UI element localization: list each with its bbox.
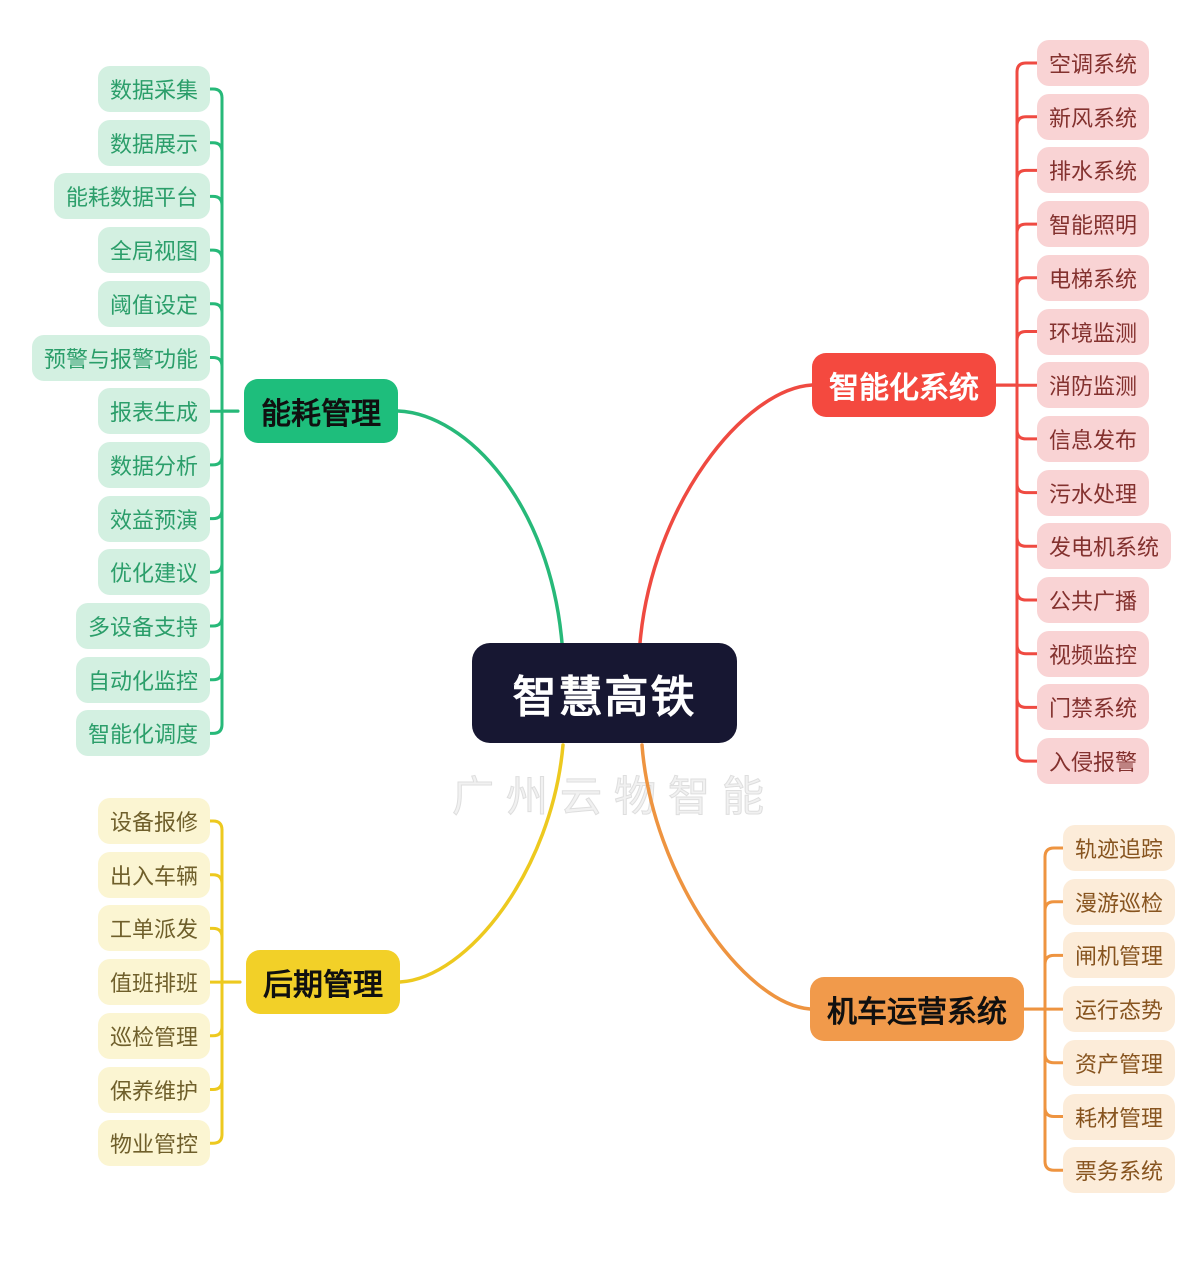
leaf-topic[interactable]: 消防监测 [1037,362,1150,409]
energy-management-leaf-connector [208,141,224,154]
locomotive-operation-system-leaf-connector [1043,1052,1065,1065]
locomotive-operation-system-leaf-connector [1043,900,1065,913]
intelligent-systems-leaf-connector [1015,750,1039,763]
energy-management-leaf-connector [208,561,224,574]
leaf-topic[interactable]: 保养维护 [97,1066,210,1113]
intelligent-systems-leaf-connector [1015,276,1039,289]
energy-management-leaf-connector [208,302,224,315]
later-stage-management-leaf-connector [208,1079,224,1091]
leaf-topic[interactable]: 报表生成 [97,388,210,435]
branch-topic-intelligent-systems[interactable]: 智能化系统 [812,353,996,417]
locomotive-operation-system-leaf-connector [1043,1106,1065,1118]
locomotive-operation-system-leaf-connector [1043,846,1065,859]
leaf-topic[interactable]: 视频监控 [1037,630,1150,677]
leaf-topic[interactable]: 多设备支持 [75,603,210,649]
leaf-topic[interactable]: 污水处理 [1037,469,1150,516]
intelligent-systems-leaf-connector [1015,222,1039,235]
energy-management-leaf-connector [208,194,224,207]
leaf-topic[interactable]: 发电机系统 [1037,523,1172,570]
leaf-topic[interactable]: 资产管理 [1063,1039,1176,1086]
leaf-topic[interactable]: 耗材管理 [1063,1093,1176,1140]
leaf-topic[interactable]: 数据展示 [97,119,210,166]
intelligent-systems-leaf-connector [1015,61,1039,74]
branch-topic-energy-management[interactable]: 能耗管理 [244,379,398,443]
later-stage-management-leaf-connector [208,1132,224,1145]
leaf-topic[interactable]: 运行态势 [1063,986,1176,1033]
leaf-topic[interactable]: 漫游巡检 [1063,878,1176,925]
leaf-topic[interactable]: 效益预演 [97,495,210,542]
energy-management-leaf-connector [208,615,224,628]
leaf-topic[interactable]: 智能照明 [1037,201,1150,248]
leaf-topic[interactable]: 电梯系统 [1037,254,1150,301]
leaf-topic[interactable]: 空调系统 [1037,40,1150,86]
energy-management-leaf-connector [208,87,224,100]
intelligent-systems-main-connector [638,383,814,645]
intelligent-systems-leaf-connector [1015,643,1039,656]
central-topic[interactable]: 智慧高铁 [472,643,737,743]
leaf-topic[interactable]: 全局视图 [97,227,210,274]
leaf-topic[interactable]: 值班排班 [97,959,210,1006]
leaf-topic[interactable]: 工单派发 [97,905,210,952]
later-stage-management-leaf-connector [208,819,224,832]
leaf-topic[interactable]: 出入车辆 [97,851,210,898]
energy-management-leaf-connector [208,508,224,521]
leaf-topic[interactable]: 巡检管理 [97,1012,210,1059]
intelligent-systems-leaf-connector [1015,168,1039,181]
locomotive-operation-system-main-connector [640,743,812,1011]
leaf-topic[interactable]: 优化建议 [97,549,210,596]
watermark-text: 广州云物智能 [451,773,777,821]
leaf-topic[interactable]: 设备报修 [97,798,210,844]
later-stage-management-leaf-connector [208,1025,224,1038]
intelligent-systems-leaf-connector [1015,589,1039,602]
leaf-topic[interactable]: 闸机管理 [1063,932,1176,979]
energy-management-leaf-connector [208,454,224,467]
later-stage-management-leaf-connector [208,873,224,886]
intelligent-systems-leaf-connector [1015,330,1039,342]
leaf-topic[interactable]: 阈值设定 [97,280,210,327]
intelligent-systems-leaf-connector [1015,482,1039,495]
leaf-topic[interactable]: 自动化监控 [75,656,210,703]
leaf-topic[interactable]: 数据分析 [97,441,210,488]
leaf-topic[interactable]: 入侵报警 [1037,738,1150,785]
intelligent-systems-leaf-connector [1015,696,1039,709]
later-stage-management-main-connector [398,743,565,984]
leaf-topic[interactable]: 信息发布 [1037,415,1150,462]
leaf-topic[interactable]: 门禁系统 [1037,684,1150,731]
leaf-topic[interactable]: 新风系统 [1037,93,1150,140]
leaf-topic[interactable]: 轨迹追踪 [1063,825,1176,871]
energy-management-leaf-connector [208,248,224,261]
intelligent-systems-leaf-connector [1015,115,1039,128]
leaf-topic[interactable]: 票务系统 [1063,1147,1176,1194]
leaf-topic[interactable]: 能耗数据平台 [53,173,210,220]
intelligent-systems-leaf-connector [1015,535,1039,548]
locomotive-operation-system-leaf-connector [1043,1159,1065,1172]
leaf-topic[interactable]: 排水系统 [1037,147,1150,194]
intelligent-systems-leaf-connector [1015,428,1039,441]
locomotive-operation-system-leaf-connector [1043,953,1065,966]
energy-management-leaf-connector [208,356,224,368]
leaf-topic[interactable]: 环境监测 [1037,308,1150,355]
branch-topic-locomotive-operation-system[interactable]: 机车运营系统 [810,977,1024,1041]
later-stage-management-leaf-connector [208,926,224,939]
leaf-topic[interactable]: 公共广播 [1037,577,1150,623]
leaf-topic[interactable]: 物业管控 [97,1120,210,1167]
leaf-topic[interactable]: 智能化调度 [75,710,210,757]
energy-management-leaf-connector [208,669,224,682]
energy-management-leaf-connector [208,722,224,735]
leaf-topic[interactable]: 数据采集 [97,66,210,112]
branch-topic-later-stage-management[interactable]: 后期管理 [246,950,400,1014]
energy-management-main-connector [396,409,564,645]
leaf-topic[interactable]: 预警与报警功能 [31,334,210,381]
